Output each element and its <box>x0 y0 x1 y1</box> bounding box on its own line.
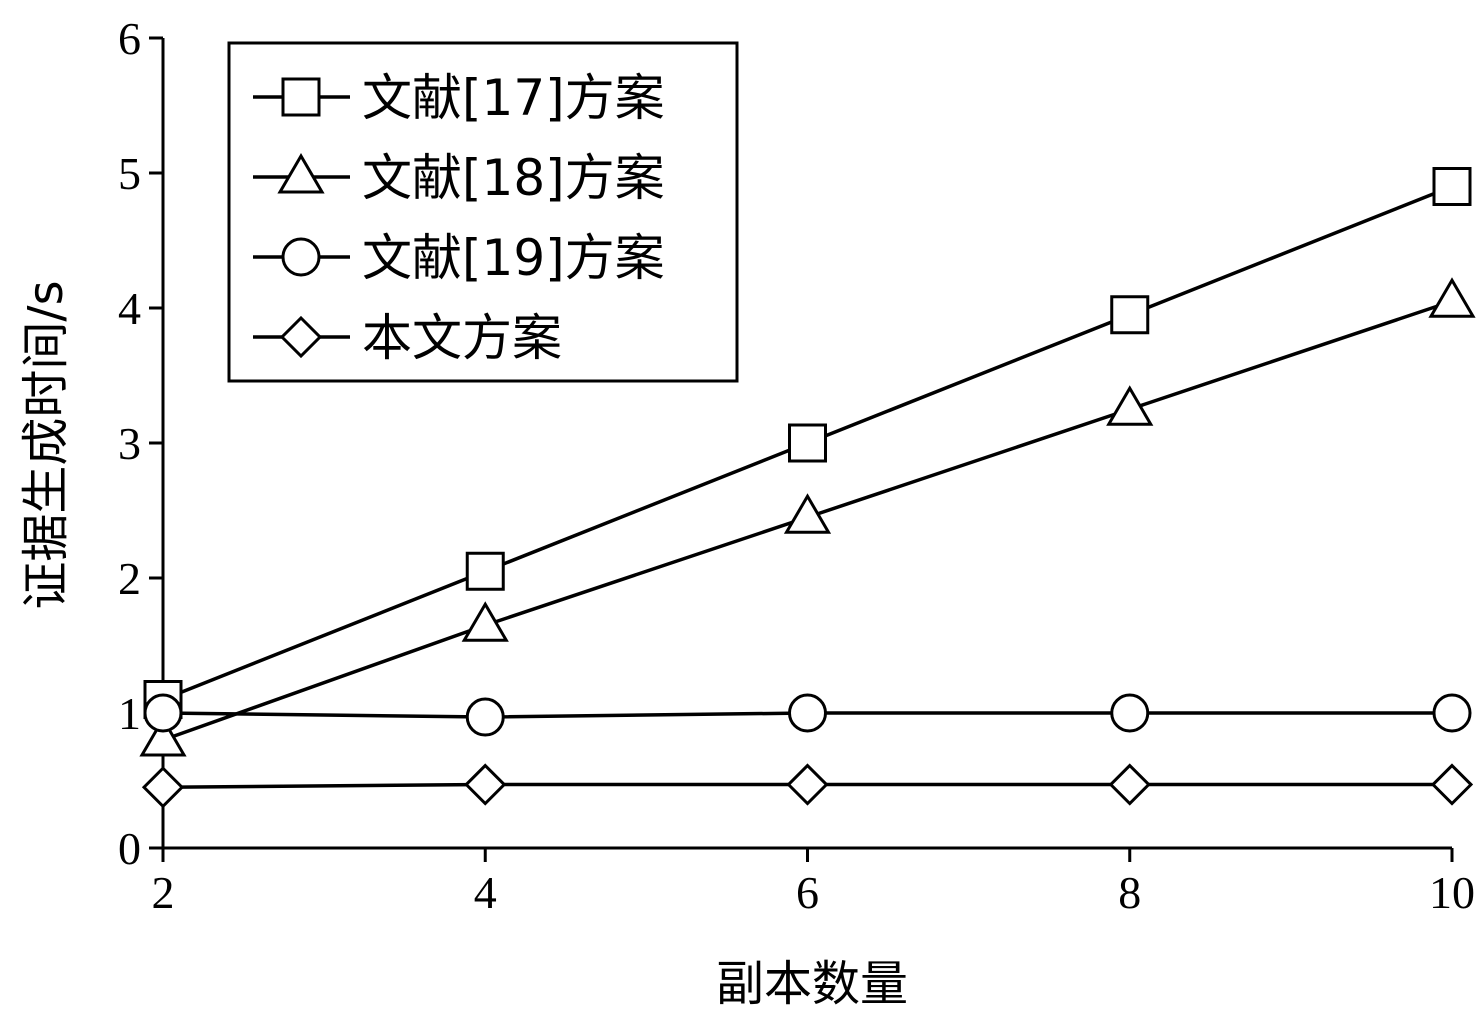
data-point <box>465 697 505 737</box>
series-layer <box>139 167 1476 809</box>
legend-item: 文献[18]方案 <box>253 149 665 207</box>
data-point <box>1432 693 1472 733</box>
x-tick-label: 2 <box>152 867 175 918</box>
legend-item: 本文方案 <box>253 309 562 367</box>
data-point <box>1110 295 1150 335</box>
data-point <box>464 763 507 806</box>
data-point <box>141 766 185 809</box>
data-point <box>786 763 829 806</box>
y-tick-label: 6 <box>118 13 141 64</box>
data-point <box>1430 763 1474 806</box>
data-point <box>1108 763 1151 806</box>
y-tick-label: 1 <box>118 688 141 739</box>
series-4 <box>141 763 1474 809</box>
data-point <box>1110 693 1150 733</box>
data-point <box>465 551 505 591</box>
data-point <box>788 423 827 463</box>
data-point <box>139 716 187 757</box>
data-point <box>1428 277 1476 318</box>
legend-label: 文献[18]方案 <box>362 149 665 207</box>
legend-marker <box>279 315 323 359</box>
y-tick-label: 5 <box>118 148 141 199</box>
legend-label: 文献[17]方案 <box>362 69 665 127</box>
y-tick-label: 2 <box>118 553 141 604</box>
x-axis-title: 副本数量 <box>716 956 908 1012</box>
data-point <box>783 493 832 534</box>
axes: 0 1 2 3 4 5 6 2 4 6 8 10 <box>118 13 1475 918</box>
data-point <box>788 693 827 733</box>
x-tick-label: 6 <box>796 867 819 918</box>
legend-marker <box>281 77 321 117</box>
x-tick-label: 8 <box>1118 867 1141 918</box>
x-tick-label: 10 <box>1429 867 1475 918</box>
legend-item: 文献[17]方案 <box>253 69 665 127</box>
data-point <box>1432 167 1472 206</box>
data-point <box>461 601 509 642</box>
legend-label: 文献[19]方案 <box>362 229 665 287</box>
legend-item: 文献[19]方案 <box>253 229 665 287</box>
data-point <box>1106 385 1154 426</box>
legend-label: 本文方案 <box>362 309 562 367</box>
y-axis-title: 证据生成时间/s <box>18 280 74 609</box>
series-3 <box>143 693 1472 737</box>
legend-marker <box>281 237 321 277</box>
y-tick-label: 0 <box>118 823 141 874</box>
series-2 <box>139 277 1476 757</box>
legend-marker <box>277 153 325 194</box>
y-tick-label: 4 <box>118 283 141 334</box>
x-tick-label: 4 <box>474 867 497 918</box>
data-point <box>143 693 183 733</box>
y-tick-label: 3 <box>118 418 141 469</box>
